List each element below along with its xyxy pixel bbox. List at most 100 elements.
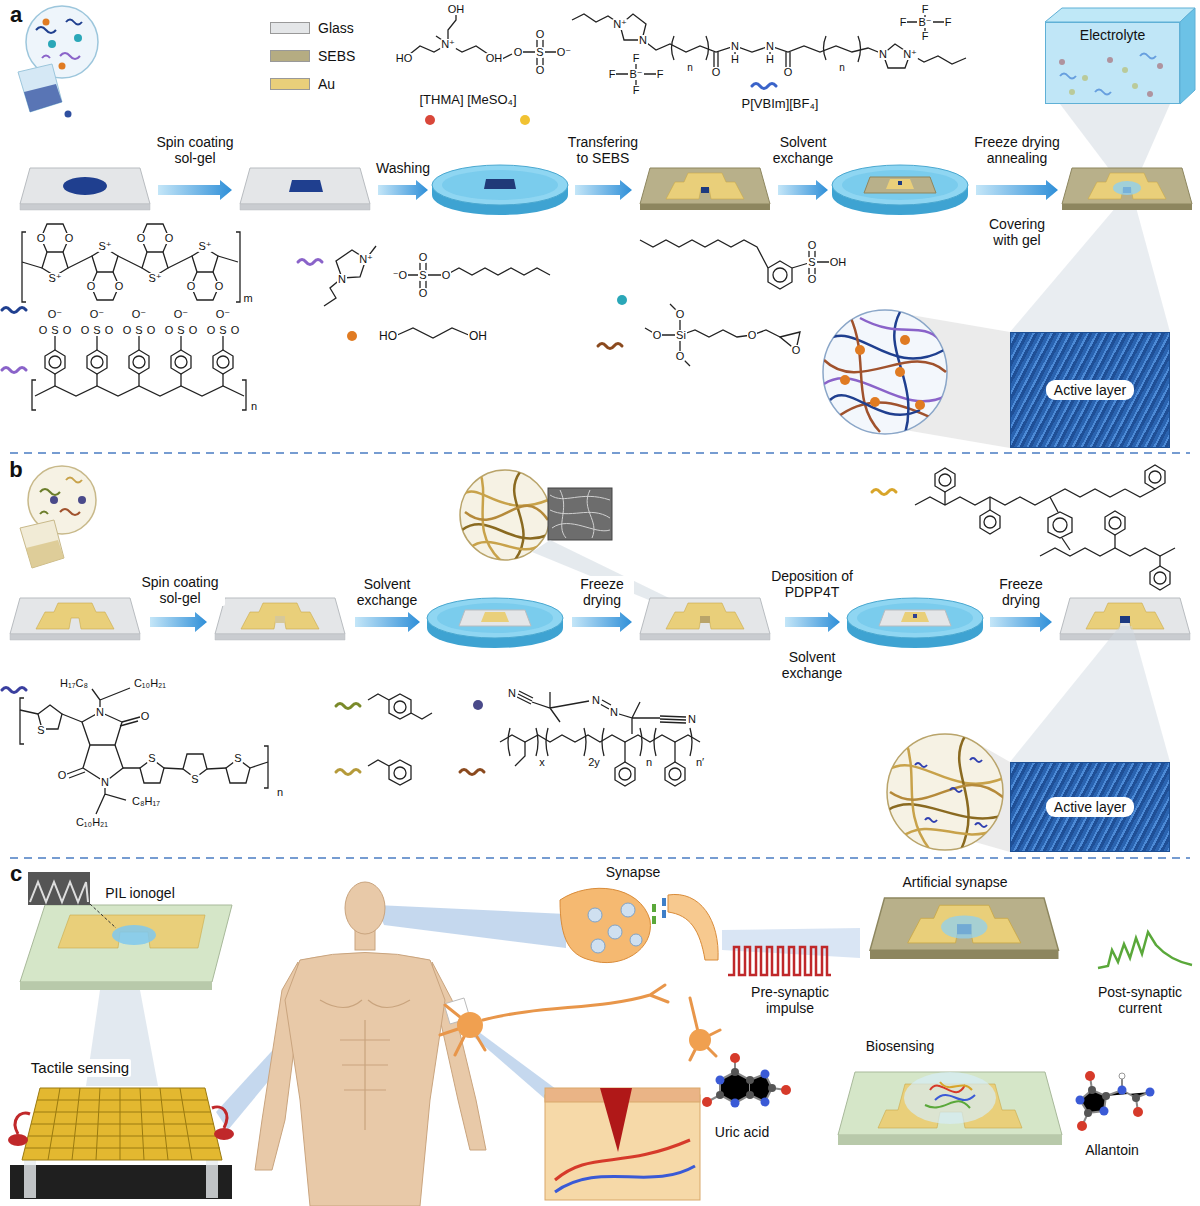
atom-label: OH xyxy=(829,257,848,268)
atom-label: n xyxy=(645,757,653,768)
step-label: Washing xyxy=(374,160,432,176)
atom-label: N xyxy=(100,777,110,788)
atom-label: n xyxy=(250,401,258,412)
atom-label: O xyxy=(791,345,802,356)
atom-label: O xyxy=(136,233,147,244)
atom-label: HO xyxy=(378,330,398,342)
atom-label: N xyxy=(638,35,648,46)
atom-label: OH xyxy=(468,330,488,342)
atom-label: O xyxy=(675,351,686,362)
panel-letter: c xyxy=(8,861,24,886)
atom-label: S xyxy=(147,753,156,764)
atom-label: n′ xyxy=(695,757,705,768)
atom-label: N xyxy=(765,41,775,52)
atom-label: N xyxy=(337,274,347,285)
atom-label: S xyxy=(535,47,544,58)
atom-label: ⁻O xyxy=(392,270,408,281)
node-text: Electrolyte xyxy=(1080,27,1145,43)
atom-label: O⁻ xyxy=(173,309,189,320)
atom-label: O xyxy=(513,47,524,58)
atom-label: O xyxy=(38,325,49,336)
atom-label: O xyxy=(418,252,429,263)
atom-label: S xyxy=(233,753,242,764)
legend-swatch xyxy=(270,22,310,34)
atom-label: S xyxy=(92,325,101,336)
step-label: PIL ionogel xyxy=(103,885,177,901)
atom-label: S⁺ xyxy=(47,273,62,284)
atom-label: S xyxy=(50,325,59,336)
electrolyte-box: Electrolyte xyxy=(1045,22,1180,104)
step-label: Synapse xyxy=(604,864,662,880)
atom-label: OH xyxy=(485,53,504,64)
legend-swatch xyxy=(270,78,310,90)
step-label: Pre-synaptic impulse xyxy=(738,984,842,1016)
legend-text: Glass xyxy=(318,20,354,36)
step-label: Covering with gel xyxy=(978,216,1057,248)
atom-label: F xyxy=(632,53,641,64)
atom-label: H xyxy=(765,54,775,65)
atom-label: O xyxy=(122,325,133,336)
atom-label: N⁺ xyxy=(440,39,456,50)
atom-label: O⁻ xyxy=(131,309,147,320)
step-label: Spin coating sol-gel xyxy=(147,134,243,166)
atom-label: S xyxy=(176,325,185,336)
step-label: Biosensing xyxy=(864,1038,937,1054)
atom-label: O xyxy=(783,67,794,78)
atom-label: C₁₀H₂₁ xyxy=(75,817,109,828)
node-text: Active layer xyxy=(1046,797,1134,817)
active-layer-panel: Active layer xyxy=(1010,332,1170,448)
panel-letter: a xyxy=(8,2,24,27)
atom-label: H xyxy=(730,54,740,65)
atom-label: S⁺ xyxy=(197,241,212,252)
atom-label: 2y xyxy=(587,757,601,768)
step-label: [THMA] [MeSO₄] xyxy=(417,93,518,108)
atom-label: N xyxy=(609,707,619,718)
atom-label: OH xyxy=(447,4,466,15)
node-text: Active layer xyxy=(1046,380,1134,400)
atom-label: O xyxy=(104,325,115,336)
atom-label: F xyxy=(608,69,617,80)
atom-label: O xyxy=(807,274,818,285)
atom-label: O⁻ xyxy=(215,309,231,320)
atom-label: N⁺ xyxy=(358,254,374,265)
panel-letter: b xyxy=(7,457,24,482)
atom-label: n xyxy=(686,63,694,73)
atom-label: O xyxy=(146,325,157,336)
atom-label: S⁺ xyxy=(147,273,162,284)
atom-label: O xyxy=(36,233,47,244)
atom-label: O xyxy=(214,281,225,292)
atom-label: O xyxy=(535,29,546,40)
atom-label: m xyxy=(242,293,253,304)
atom-label: N xyxy=(878,49,888,60)
legend-text: SEBS xyxy=(318,48,355,64)
step-label: Artificial synapse xyxy=(900,874,1009,890)
atom-label: N xyxy=(507,688,517,699)
atom-label: F xyxy=(944,17,953,28)
atom-label: O xyxy=(675,309,686,320)
atom-label: O xyxy=(747,330,758,341)
step-label: Allantoin xyxy=(1083,1142,1141,1158)
atom-label: N xyxy=(730,41,740,52)
atom-label: O xyxy=(535,65,546,76)
atom-label: S xyxy=(36,725,45,736)
step-label: Post-synaptic current xyxy=(1088,984,1192,1016)
atom-label: N xyxy=(95,707,105,718)
atom-label: F xyxy=(921,4,930,15)
atom-label: F xyxy=(921,31,930,42)
atom-label: C₈H₁₇ xyxy=(131,796,161,807)
active-layer-panel: Active layer xyxy=(1010,762,1170,852)
atom-label: O xyxy=(230,325,241,336)
step-label: P[VBIm][BF₄] xyxy=(740,97,821,112)
atom-label: O xyxy=(441,270,452,281)
atom-label: S xyxy=(807,257,816,268)
atom-label: HO xyxy=(395,53,414,64)
step-label: Freeze drying xyxy=(989,576,1053,608)
atom-label: O xyxy=(418,288,429,299)
step-label: Transfering to SEBS xyxy=(559,134,648,166)
atom-label: Si xyxy=(675,330,687,341)
atom-label: F xyxy=(632,85,641,96)
atom-label: B⁻ xyxy=(628,69,643,80)
atom-label: N xyxy=(591,695,601,706)
atom-label: N⁺ xyxy=(902,49,918,60)
atom-label: O xyxy=(114,281,125,292)
